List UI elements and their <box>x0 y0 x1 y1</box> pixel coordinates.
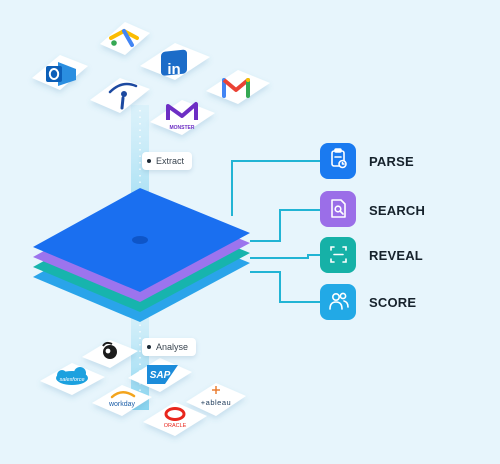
analyse-label-text: Analyse <box>156 342 189 352</box>
linkedin-tile: in <box>140 43 210 80</box>
tableau-tile: +ableau <box>186 383 246 416</box>
outlook-icon <box>46 62 76 86</box>
tableau-cross-icon <box>212 386 220 394</box>
oracle-wordmark: ORACLE <box>164 423 187 429</box>
sap-icon <box>147 365 178 384</box>
svg-text:in: in <box>167 61 180 78</box>
sap-wordmark: SAP <box>150 370 171 381</box>
salesforce-tile: salesforce <box>40 363 105 395</box>
analyse-label: Analyse <box>142 338 197 356</box>
mailchimp-tile <box>82 340 138 368</box>
oracle-icon <box>164 407 186 421</box>
feature-label-search: SEARCH <box>369 203 426 218</box>
users-icon <box>329 292 349 310</box>
tableau-wordmark: +ableau <box>201 398 231 407</box>
connector-parse <box>231 160 320 216</box>
feature-label-reveal: REVEAL <box>369 248 423 263</box>
monster-tile: MONSTER <box>150 100 215 135</box>
extract-label: Extract <box>142 152 193 170</box>
linkedin-icon: in <box>161 49 187 78</box>
search-icon-badge <box>320 191 356 227</box>
salesforce-icon <box>56 367 88 385</box>
workday-arc-icon <box>110 391 136 399</box>
gmail-tile <box>206 70 270 104</box>
indeed-icon <box>108 82 138 110</box>
workday-wordmark: workday <box>108 401 136 408</box>
connector-search <box>250 209 320 242</box>
workday-tile: workday <box>92 385 152 416</box>
salesforce-wordmark: salesforce <box>59 377 84 383</box>
clipboard-clock-icon <box>331 148 347 169</box>
document-search-icon <box>331 199 346 218</box>
monster-wordmark: MONSTER <box>170 125 195 131</box>
connector-reveal <box>250 254 320 259</box>
google-ads-tile <box>100 22 150 55</box>
indeed-tile <box>90 78 150 113</box>
extract-label-text: Extract <box>156 156 185 166</box>
monster-icon <box>166 102 198 120</box>
platform-port <box>132 236 148 244</box>
gmail-icon <box>222 78 250 98</box>
connector-score <box>250 271 320 303</box>
scan-frame-icon <box>330 246 347 263</box>
feature-label-parse: PARSE <box>369 154 414 169</box>
sap-tile: SAP <box>128 358 192 392</box>
google-ads-icon <box>109 28 139 47</box>
outlook-tile <box>32 55 88 90</box>
feature-label-score: SCORE <box>369 295 417 310</box>
mailchimp-icon <box>102 341 117 359</box>
oracle-tile: ORACLE <box>143 402 207 436</box>
